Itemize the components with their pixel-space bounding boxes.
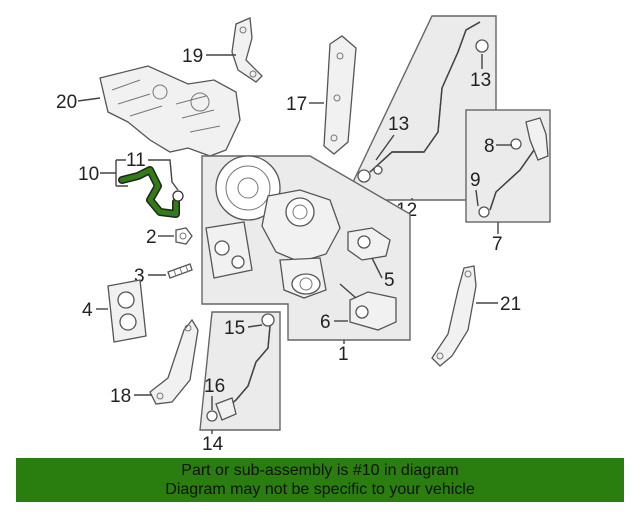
part-20-exhaust-manifold[interactable] [99, 65, 241, 157]
part-12-oil-line[interactable] [357, 21, 481, 183]
part-5-actuator[interactable] [347, 227, 391, 261]
callout-6: 6 [320, 312, 331, 333]
leader-11 [148, 159, 179, 191]
part-1-turbocharger[interactable] [205, 155, 341, 299]
callout-1: 1 [338, 344, 349, 365]
part-7-coolant-line[interactable] [478, 117, 549, 218]
part-10-turbo-oil-line[interactable] [118, 166, 184, 218]
callout-14: 14 [202, 434, 224, 455]
part-21-bracket[interactable] [431, 265, 477, 367]
callout-17: 17 [286, 94, 307, 115]
callout-2: 2 [146, 227, 157, 248]
leader-20 [77, 97, 101, 102]
callout-3: 3 [134, 266, 145, 287]
leader-5 [371, 257, 383, 279]
callout-13-upper: 13 [470, 70, 491, 91]
part-2-nut[interactable] [175, 227, 193, 245]
part-18-heat-shield[interactable] [149, 318, 199, 405]
callout-21: 21 [500, 294, 521, 315]
callout-5: 5 [384, 270, 395, 291]
leader-9 [475, 189, 479, 207]
leader-15 [247, 324, 263, 328]
part-19-bracket[interactable] [231, 17, 263, 83]
part-13-seal-upper[interactable] [475, 39, 489, 53]
parts-diagram: 20 19 17 13 13 1 2 8 9 7 [56, 15, 551, 455]
leader-13-lower [375, 134, 395, 161]
callout-16: 16 [204, 376, 225, 397]
callout-11: 11 [126, 150, 146, 171]
part-16-seal[interactable] [206, 410, 218, 422]
banner-line-1: Part or sub-assembly is #10 in diagram [181, 462, 459, 479]
part-15-seal[interactable] [261, 313, 275, 327]
callout-15: 15 [224, 318, 245, 339]
callout-10: 10 [78, 164, 99, 185]
callout-20: 20 [56, 92, 77, 113]
callout-13-lower: 13 [388, 114, 409, 135]
callout-18: 18 [110, 386, 131, 407]
callout-19: 19 [182, 46, 203, 67]
leader-10 [100, 159, 128, 187]
part-6-wastegate-actuator[interactable] [339, 283, 397, 331]
info-banner: Part or sub-assembly is #10 in diagram D… [16, 458, 624, 502]
group-14-box [199, 311, 281, 431]
part-4-gasket[interactable] [107, 279, 147, 343]
callout-8: 8 [484, 136, 495, 157]
callout-4: 4 [82, 300, 93, 321]
part-17-gasket[interactable] [323, 35, 357, 155]
callout-9: 9 [470, 170, 481, 191]
part-3-stud[interactable] [167, 263, 193, 279]
callout-7: 7 [492, 234, 503, 255]
banner-line-2: Diagram may not be specific to your vehi… [165, 481, 475, 498]
part-14-coolant-line[interactable] [215, 325, 271, 421]
